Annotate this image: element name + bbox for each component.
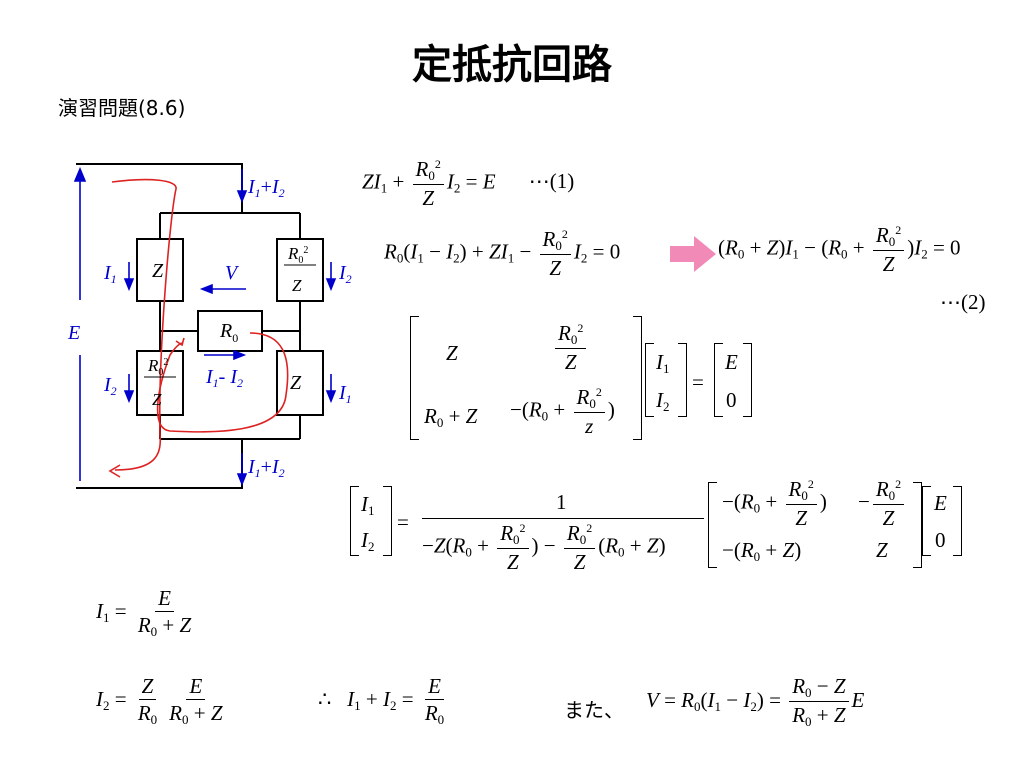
current-i2-right: I2 bbox=[338, 262, 352, 286]
equation-2-tag: ⋯(2) bbox=[940, 290, 986, 314]
inner-loop bbox=[156, 332, 289, 433]
page-title: 定抵抗回路 bbox=[412, 42, 612, 88]
current-top-label: I1+I2 bbox=[247, 176, 285, 200]
r0sq-top-right bbox=[276, 238, 324, 302]
current-i2-left: I2 bbox=[103, 374, 117, 398]
coefficient-matrix bbox=[410, 316, 642, 440]
problem-label: 演習問題(8.6) bbox=[58, 96, 186, 120]
r0-bridge bbox=[197, 310, 263, 352]
current-bottom-label: I1+I2 bbox=[247, 456, 285, 480]
source-label: E bbox=[67, 322, 80, 344]
svg-text:R02: R02 bbox=[287, 244, 308, 266]
top-wire bbox=[76, 163, 243, 213]
current-vector bbox=[645, 343, 687, 417]
circuit-diagram: Z Z R0 R02 Z R02 Z I1+I2 I1+I2 I1 I2 I2 … bbox=[67, 163, 352, 489]
z-top-left bbox=[136, 238, 184, 302]
z-label-top: Z bbox=[152, 260, 164, 282]
solution-vector bbox=[350, 486, 392, 556]
voltage-label: V bbox=[225, 262, 240, 284]
arrow-right-icon bbox=[670, 236, 716, 272]
bottom-wire bbox=[76, 439, 243, 489]
svg-text:Z: Z bbox=[152, 390, 162, 409]
z-bottom-right bbox=[276, 350, 324, 416]
svg-text:Z: Z bbox=[292, 276, 302, 295]
rhs-vector bbox=[714, 343, 752, 417]
svg-text:R02: R02 bbox=[147, 356, 168, 378]
outer-loop bbox=[111, 178, 177, 471]
current-i1-right: I1 bbox=[338, 382, 352, 406]
current-diff-label: I1- I2 bbox=[205, 366, 243, 390]
z-label-bottom: Z bbox=[290, 372, 302, 394]
current-i1-left: I1 bbox=[103, 262, 117, 286]
rhs-vector-2 bbox=[922, 486, 962, 556]
adjugate-matrix bbox=[708, 482, 922, 568]
mata-label: また、 bbox=[564, 698, 624, 722]
